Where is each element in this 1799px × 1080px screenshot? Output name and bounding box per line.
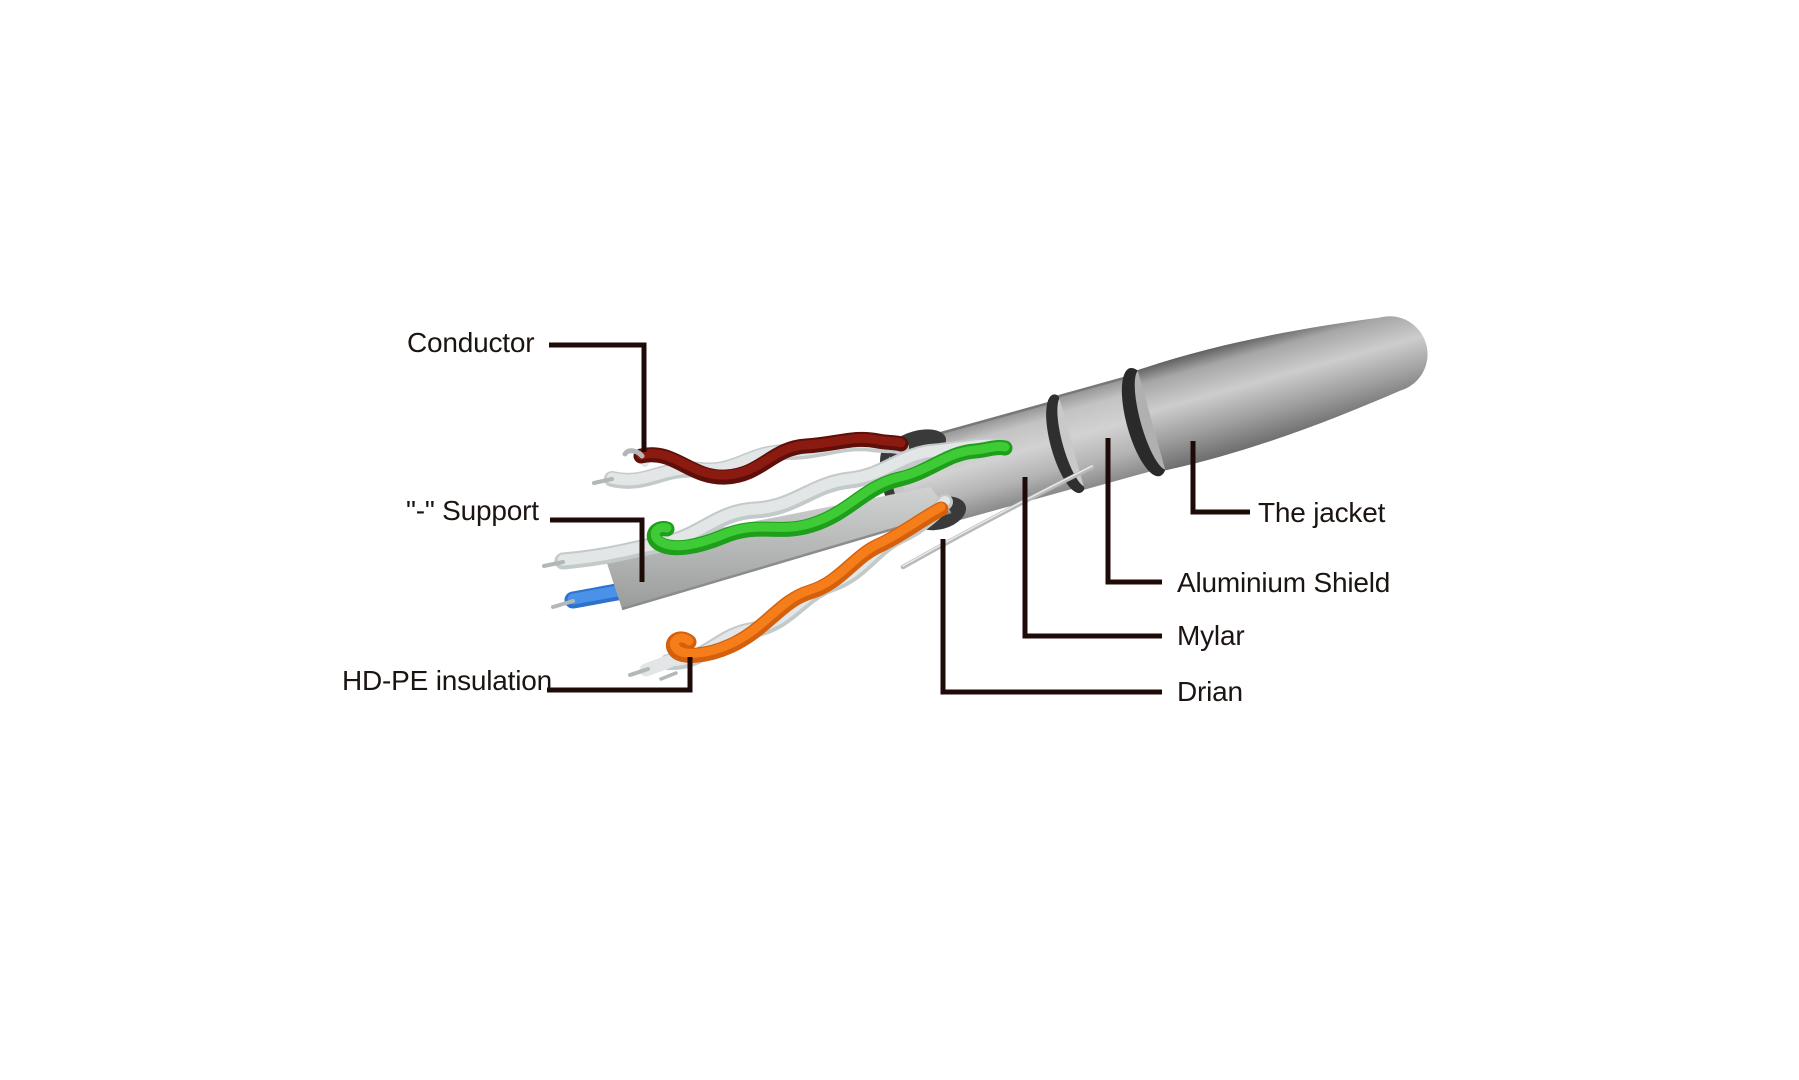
drain-wire-highlight [902,465,1093,567]
leader-line-drain [940,539,1162,695]
orange-wire [670,502,946,658]
jacket-section [1137,316,1428,471]
leader-line-mylar [1022,477,1162,639]
twisted-pair-orange [628,494,953,681]
blue-wire-conductor-tip [551,599,575,609]
maroon-pair-white-conductor-tip [592,477,614,485]
label-hdpe-insulation: HD-PE insulation [342,665,552,696]
shield-top-edge [1058,374,1132,398]
label-mylar: Mylar [1177,620,1245,651]
leader-line-jacket [1190,441,1250,515]
orange-pair-white-tip [639,654,677,677]
green-wire [650,441,1010,551]
green-pair-white-conductor-tip [542,560,565,568]
label-jacket: The jacket [1258,497,1386,528]
label-conductor: Conductor [407,327,535,358]
orange-pair-conductor-tip-2 [659,671,678,681]
label-aluminium-shield: Aluminium Shield [1177,567,1391,598]
maroon-wire [636,433,906,480]
leader-line-support [550,517,645,582]
leader-line-hdpe-insulation [547,657,693,693]
green-pair-white-wire [557,439,1009,566]
twisted-pair-maroon [592,431,909,489]
support-strip-face [603,487,951,609]
drain-wire [900,464,1095,570]
orange-pair-conductor-tip [628,667,650,677]
leader-line-aluminium-shield [1105,438,1162,585]
label-support: "-" Support [406,495,539,526]
maroon-wire-conductor-tip [622,448,645,459]
twisted-pair-green [542,437,1013,570]
leader-line-conductor [549,342,647,452]
leader-lines [547,342,1250,695]
label-drain: Drian [1177,676,1243,707]
